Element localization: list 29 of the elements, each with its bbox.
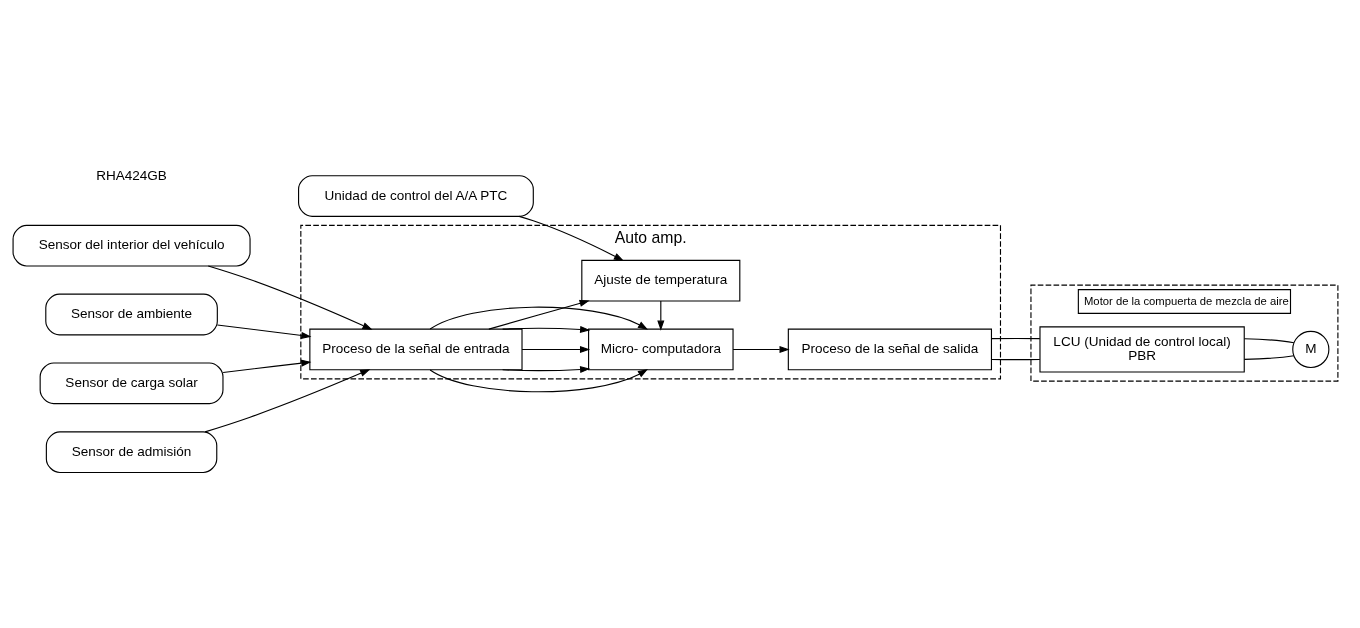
connector (991, 358, 1041, 360)
arrow (518, 215, 624, 261)
arrow (429, 368, 649, 392)
node-box: Sensor del interior del vehículo (12, 224, 251, 267)
arrow (488, 299, 590, 330)
node-box: Proceso de la señal de salida (787, 328, 993, 370)
connector (991, 337, 1041, 339)
arrow (502, 365, 591, 373)
node-box: Sensor de carga solar (39, 361, 224, 404)
arrow (207, 264, 373, 330)
arrow (216, 323, 312, 339)
node-box: Sensor de admisión (45, 430, 218, 473)
node-box: Sensor de ambiente (45, 293, 218, 335)
arrow (657, 300, 665, 331)
node-box: Unidad de control del A/A PTC (298, 174, 534, 217)
arrow (429, 306, 649, 330)
arrow (732, 345, 790, 353)
arrow (204, 368, 371, 432)
arrow (502, 325, 591, 333)
connector (1243, 354, 1295, 360)
label: RHA424GB (96, 167, 167, 183)
connector (1243, 337, 1295, 343)
node-circle: M (1292, 330, 1330, 368)
node-box: Micro- computadora (588, 328, 734, 370)
node-box: Ajuste de temperatura (581, 259, 741, 302)
arrow (521, 345, 591, 353)
node-box: LCU (Unidad de control local) PBR (1039, 325, 1245, 373)
arrow (222, 359, 312, 373)
node-box: Proceso de la señal de entrada (309, 328, 523, 370)
